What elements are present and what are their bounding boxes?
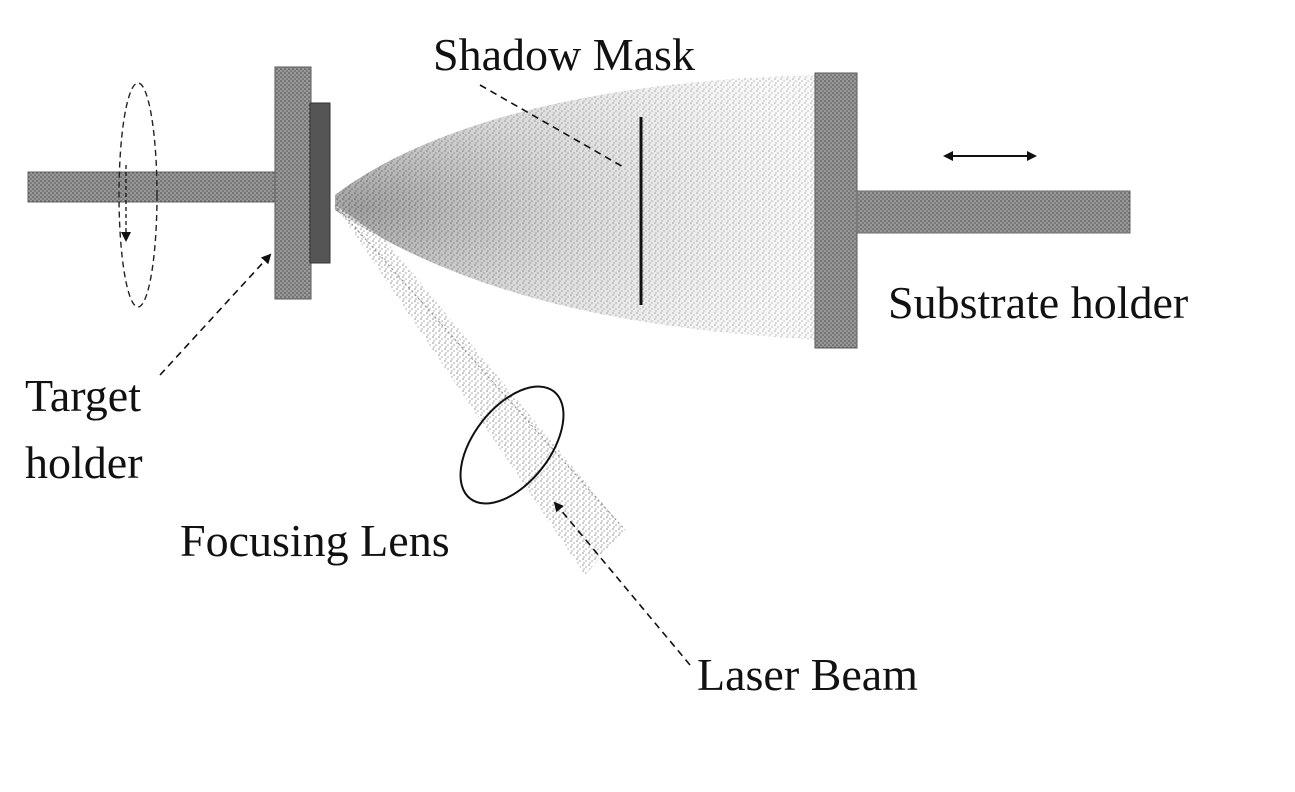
shadow-mask-label: Shadow Mask — [433, 29, 695, 80]
laser-beam-label: Laser Beam — [697, 649, 918, 700]
target-holder-label-line1: Target — [25, 370, 141, 421]
shadow-mask-leader — [479, 84, 626, 169]
target-rod — [27, 171, 277, 203]
focusing-lens-label: Focusing Lens — [180, 515, 450, 566]
target — [309, 102, 331, 264]
target-holder-label-line2: holder — [25, 437, 143, 488]
substrate-holder-label: Substrate holder — [888, 277, 1188, 328]
laser-beam-path — [334, 204, 626, 575]
target-holder — [274, 66, 312, 300]
substrate-rod — [856, 190, 1131, 234]
substrate-holder — [814, 72, 858, 349]
target-holder-leader — [159, 253, 272, 376]
rotation-arrow-icon — [118, 82, 158, 308]
focusing-lens — [459, 385, 565, 505]
ablation-plume — [335, 75, 820, 340]
